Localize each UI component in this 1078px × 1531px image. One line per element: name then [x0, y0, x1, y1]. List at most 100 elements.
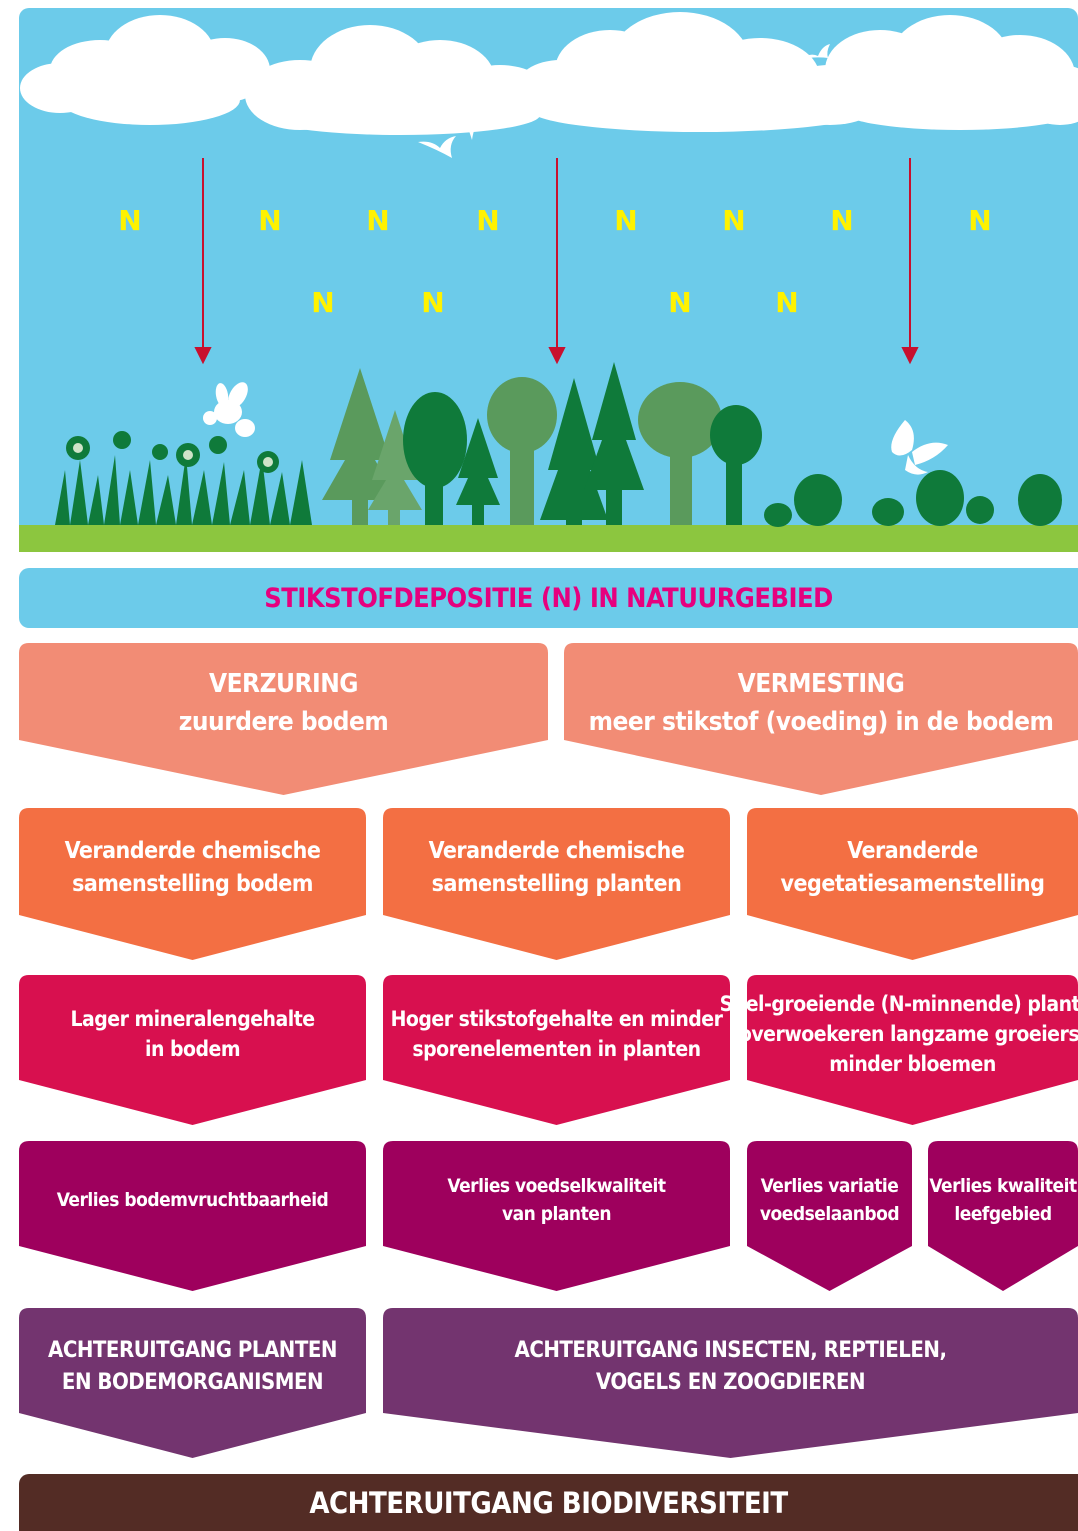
box-text-line: Snel-groeiende (N-minnende) planten [719, 992, 1078, 1016]
row3-box: Snel-groeiende (N-minnende) planten overw… [720, 975, 1078, 1125]
header-bar: STIKSTOFDEPOSITIE (N) IN NATUURGEBIED [19, 568, 1078, 628]
arrow-down-icon [901, 158, 919, 365]
nitrogen-letter: N [614, 204, 637, 237]
box-text: Veranderde chemische samenstelling bodem [19, 808, 366, 928]
box-text-line: sporenelementen in planten [412, 1037, 701, 1061]
nitrogen-letter: N [476, 204, 499, 237]
header-title: STIKSTOFDEPOSITIE (N) IN NATUURGEBIED [264, 582, 833, 614]
box-text-line: VERZURING [208, 669, 359, 699]
box-text: Verlies kwaliteit leefgebied [928, 1141, 1078, 1259]
row4-box: Verlies bodemvruchtbaarheid [19, 1141, 366, 1291]
box-text-line: ACHTERUITGANG INSECTEN, REPTIELEN, [514, 1338, 947, 1363]
row1-box: VERMESTING meer stikstof (voeding) in de … [564, 643, 1078, 795]
chevron-shape [383, 1308, 1078, 1458]
chevron-shape [383, 1141, 730, 1291]
box-text: Verlies bodemvruchtbaarheid [19, 1141, 366, 1259]
nitrogen-letter: N [366, 204, 389, 237]
flower-icon [55, 431, 312, 525]
box-text-line: Veranderde chemische [428, 838, 685, 864]
nitrogen-letter: N [311, 286, 334, 319]
box-text-line: VERMESTING [737, 669, 905, 699]
nitrogen-letter: N [775, 286, 798, 319]
box-text-line: Verlies kwaliteit [929, 1175, 1077, 1197]
box-text: Verlies voedselkwaliteit van planten [383, 1141, 730, 1259]
box-text-line: voedselaanbod [759, 1203, 900, 1225]
nitrogen-letter: N [830, 204, 853, 237]
nitrogen-letter: N [421, 286, 444, 319]
row1-box: VERZURING zuurdere bodem [19, 643, 548, 795]
chevron-shape [19, 975, 366, 1125]
row5-box: ACHTERUITGANG INSECTEN, REPTIELEN, VOGELS… [383, 1308, 1078, 1458]
box-text-line: Hoger stikstofgehalte en minder [390, 1007, 723, 1031]
box-text-line: Verlies bodemvruchtbaarheid [56, 1189, 329, 1211]
chevron-shape [383, 808, 730, 960]
box-text-line: EN BODEMORGANISMEN [61, 1370, 324, 1395]
box-text: Veranderde chemische samenstelling plante… [383, 808, 730, 928]
box-text-line: overwoekeren langzame groeiers; [738, 1022, 1078, 1046]
box-text-line: zuurdere bodem [178, 707, 389, 737]
cloud-icon [825, 15, 1078, 130]
chevron-shape [747, 975, 1078, 1125]
chevron-shape [19, 1141, 366, 1291]
chevron-shape [747, 1141, 912, 1291]
box-text-line: Veranderde chemische [64, 838, 321, 864]
deciduous-tree-icon [403, 392, 467, 525]
box-text-line: Lager mineralengehalte [70, 1007, 315, 1031]
box-text-line: samenstelling planten [431, 871, 682, 897]
cloud-icon [20, 15, 270, 125]
box-text-line: van planten [501, 1203, 612, 1225]
box-text: Hoger stikstofgehalte en minder sporenele… [383, 975, 730, 1093]
conifer-tree-icon [322, 368, 422, 525]
row2-box: Veranderde vegetatiesamenstelling [747, 808, 1078, 960]
cloud-icon [515, 12, 885, 132]
chevron-shape [564, 643, 1078, 795]
bird-icon [455, 100, 490, 140]
sky-background [19, 8, 1078, 551]
box-text: Snel-groeiende (N-minnende) planten overw… [720, 975, 1078, 1093]
row4-box: Verlies voedselkwaliteit van planten [383, 1141, 730, 1291]
bird-icon [418, 136, 456, 158]
bird-icon [798, 44, 830, 60]
box-text-line: minder bloemen [829, 1052, 996, 1076]
arrow-down-icon [194, 158, 212, 365]
box-text-line: Verlies voedselkwaliteit [447, 1175, 666, 1197]
box-text: Veranderde vegetatiesamenstelling [747, 808, 1078, 928]
nitrogen-letter: N [258, 204, 281, 237]
box-text: ACHTERUITGANG INSECTEN, REPTIELEN, VOGELS… [383, 1308, 1078, 1426]
row2-box: Veranderde chemische samenstelling plante… [383, 808, 730, 960]
deciduous-tree-icon [487, 377, 557, 525]
nitrogen-letter: N [668, 286, 691, 319]
box-text-line: samenstelling bodem [72, 871, 313, 897]
conifer-tree-icon [540, 362, 644, 525]
deciduous-tree-icon [710, 405, 762, 525]
row2-box: Veranderde chemische samenstelling bodem [19, 808, 366, 960]
chevron-shape [383, 975, 730, 1125]
nitrogen-letter: N [118, 204, 141, 237]
chevron-shape [19, 1308, 366, 1458]
arrow-down-icon [548, 158, 566, 365]
row3-box: Hoger stikstofgehalte en minder sporenele… [383, 975, 730, 1125]
box-text-line: Veranderde [847, 838, 978, 864]
nitrogen-letter: N [968, 204, 991, 237]
box-text-line: vegetatiesamenstelling [780, 871, 1045, 897]
chevron-shape [19, 643, 548, 795]
footer-bar: ACHTERUITGANG BIODIVERSITEIT [19, 1474, 1078, 1531]
deciduous-tree-icon [638, 382, 722, 525]
box-text: VERZURING zuurdere bodem [19, 643, 548, 763]
chevron-shape [928, 1141, 1078, 1291]
box-text-line: leefgebied [954, 1203, 1052, 1225]
conifer-tree-icon [456, 418, 500, 525]
box-text-line: VOGELS EN ZOOGDIEREN [595, 1370, 866, 1395]
footer-title: ACHTERUITGANG BIODIVERSITEIT [309, 1485, 788, 1520]
box-text: VERMESTING meer stikstof (voeding) in de … [564, 643, 1078, 763]
box-text-line: meer stikstof (voeding) in de bodem [588, 707, 1054, 737]
butterfly-icon [891, 420, 948, 475]
bee-icon [203, 382, 255, 437]
row4-box: Verlies kwaliteit leefgebied [928, 1141, 1078, 1291]
